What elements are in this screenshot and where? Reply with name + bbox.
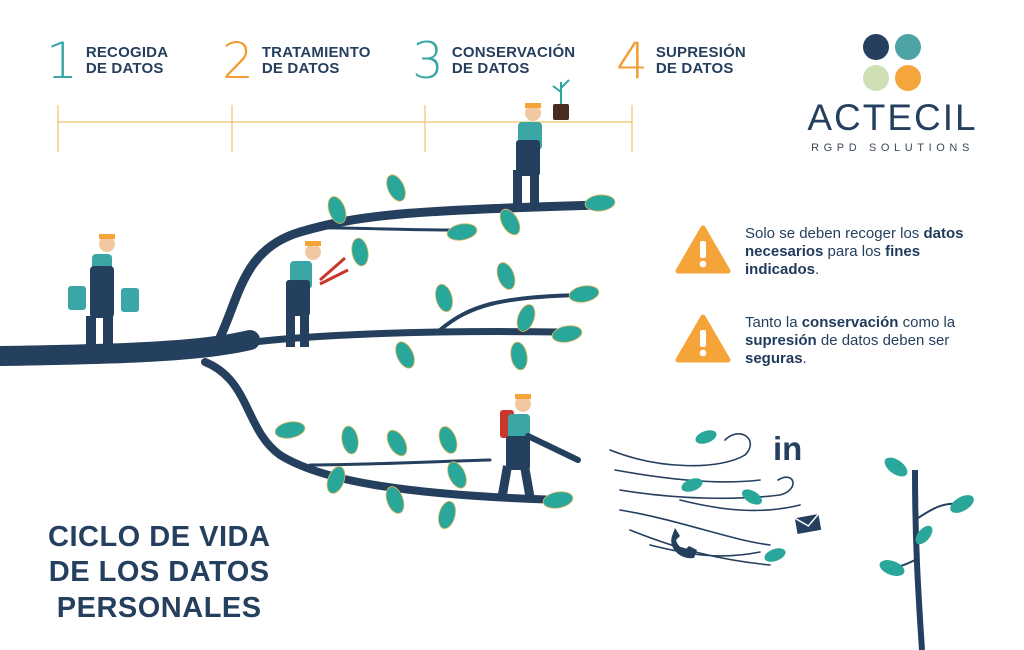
notice-text-part: . (802, 350, 807, 367)
notice-text-part: Solo se deben recoger los (745, 225, 924, 242)
notice-bold: seguras (745, 350, 803, 367)
gardener-plant (513, 79, 570, 204)
notice-text-part: Tanto la (745, 314, 802, 331)
step-label: RECOGIDA DE DATOS (86, 45, 168, 77)
linkedin-icon: in (773, 430, 803, 467)
step-label-line2: DE DATOS (261, 60, 340, 77)
wind-lines (609, 433, 801, 566)
brand-name: ACTECIL (807, 97, 978, 138)
notice-text-part: para los (823, 243, 886, 260)
wind-leaves (681, 430, 786, 562)
step-label-line2: DE DATOS (655, 60, 734, 77)
title-line: DE LOS DATOS (48, 556, 270, 589)
notice-bold: supresión (745, 332, 817, 349)
sapling (879, 457, 974, 650)
brand-tagline: RGPD SOLUTIONS (811, 142, 974, 154)
step-label: TRATAMIENTO DE DATOS (262, 45, 371, 77)
notice-text-part: de datos deben ser (816, 332, 950, 349)
title-line: PERSONALES (56, 591, 262, 624)
notice-recogida: Solo se deben recoger los datos necesari… (675, 225, 995, 279)
logo-dot (895, 65, 921, 91)
step-label-line2: DE DATOS (451, 60, 530, 77)
mail-icon (794, 513, 822, 534)
page-title: CICLO DE VIDA DE LOS DATOS PERSONALES (48, 520, 270, 626)
notice-conservacion: Tanto la conservación como la supresión … (675, 314, 995, 368)
phone-icon (671, 528, 697, 559)
notice-bold: fines indicados (745, 243, 921, 278)
step-label-line1: SUPRESIÓN (655, 44, 746, 62)
logo-dot (863, 34, 889, 60)
gardener-leafblower (497, 394, 581, 499)
tree-branches (0, 200, 605, 504)
brand-logo: ACTECIL RGPD SOLUTIONS (805, 34, 980, 154)
step-number: 2 (222, 32, 254, 90)
step-label-line1: TRATAMIENTO (261, 44, 371, 62)
step-label: CONSERVACIÓN DE DATOS (452, 45, 576, 77)
warning-icon (675, 314, 731, 363)
notice-bold: conservación (801, 314, 899, 331)
logo-dot (863, 65, 889, 91)
notice-text-part: . (815, 261, 820, 278)
warning-icon (675, 225, 731, 274)
step-label-line2: DE DATOS (85, 60, 164, 77)
notice-text: Solo se deben recoger los datos necesari… (745, 225, 995, 279)
leaves (274, 174, 616, 530)
step-number: 3 (412, 32, 444, 90)
notice-text-part: como la (898, 314, 956, 331)
step-number: 4 (616, 32, 648, 90)
logo-dot (895, 34, 921, 60)
notice-bold: datos necesarios (745, 225, 964, 260)
logo-dots-icon (863, 34, 922, 91)
step-label-line1: CONSERVACIÓN (451, 44, 576, 62)
step-recogida: 1 RECOGIDA DE DATOS (46, 36, 168, 86)
step-supresion: 4 SUPRESIÓN DE DATOS (616, 36, 746, 86)
notice-text: Tanto la conservación como la supresión … (745, 314, 995, 368)
timeline (57, 105, 633, 152)
gardener-buckets (68, 234, 139, 346)
gardener-shears (286, 241, 349, 347)
step-tratamiento: 2 TRATAMIENTO DE DATOS (222, 36, 371, 86)
title-line: CICLO DE VIDA (48, 521, 271, 553)
step-label-line1: RECOGIDA (85, 44, 169, 62)
step-conservacion: 3 CONSERVACIÓN DE DATOS (412, 36, 575, 86)
step-number: 1 (46, 32, 78, 90)
step-label: SUPRESIÓN DE DATOS (656, 45, 746, 77)
